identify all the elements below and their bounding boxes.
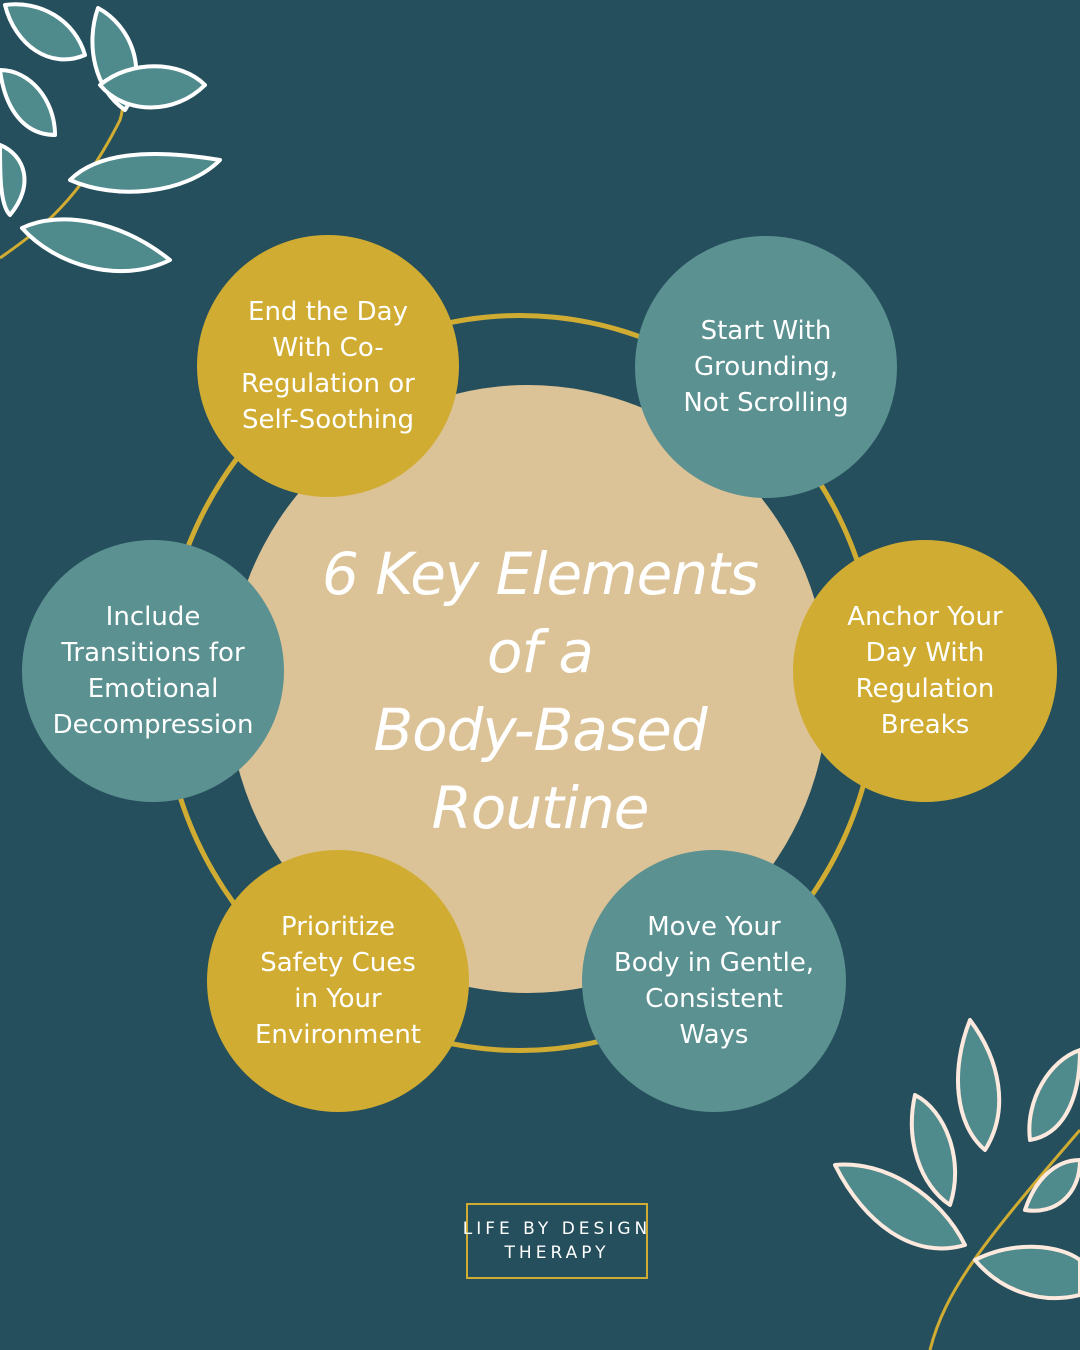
element-line: Anchor Your xyxy=(847,602,1003,632)
element-line: Breaks xyxy=(880,710,970,740)
center-title: 6 Key Elements of a Body-Based Routine xyxy=(260,535,820,847)
title-line: Body-Based xyxy=(373,696,707,764)
element-line: Not Scrolling xyxy=(683,388,849,418)
element-line: Body in Gentle, xyxy=(613,948,815,978)
element-line: Self-Soothing xyxy=(241,405,415,435)
element-line: Start With xyxy=(700,316,832,346)
element-line: Move Your xyxy=(647,912,781,942)
element-line: Consistent xyxy=(645,984,783,1014)
element-line: Environment xyxy=(254,1020,422,1050)
element-line: Decompression xyxy=(52,710,254,740)
element-line: Day With xyxy=(865,638,985,668)
element-line: Regulation xyxy=(855,674,995,704)
leaf-branch-top-left-icon xyxy=(0,2,222,274)
element-anchor-your-day: Anchor Your Day With Regulation Breaks xyxy=(793,540,1057,802)
element-include-transitions: Include Transitions for Emotional Decomp… xyxy=(22,540,284,802)
element-move-your-body: Move Your Body in Gentle, Consistent Way… xyxy=(582,850,846,1112)
title-line: 6 Key Elements xyxy=(321,540,759,608)
title-line: Routine xyxy=(431,774,650,842)
element-line: Safety Cues xyxy=(260,948,416,978)
element-line: Prioritize xyxy=(280,912,396,942)
element-line: in Your xyxy=(294,984,382,1014)
element-line: Ways xyxy=(679,1020,749,1050)
element-line: Emotional xyxy=(87,674,219,704)
element-line: Grounding, xyxy=(693,352,839,382)
element-line: Include xyxy=(105,602,201,632)
element-line: With Co- xyxy=(272,333,384,363)
logo-line-2: THERAPY xyxy=(504,1243,610,1263)
element-start-with-grounding: Start With Grounding, Not Scrolling xyxy=(635,236,897,498)
element-end-the-day: End the Day With Co- Regulation or Self-… xyxy=(197,235,459,497)
leaf-branch-bottom-right-icon xyxy=(833,1018,1080,1350)
element-line: Transitions for xyxy=(61,638,245,668)
title-line: of a xyxy=(487,618,594,686)
logo-line-1: LIFE BY DESIGN xyxy=(462,1219,652,1239)
brand-logo: LIFE BY DESIGN THERAPY xyxy=(462,1203,652,1279)
element-line: Regulation or xyxy=(241,369,415,399)
element-prioritize-safety: Prioritize Safety Cues in Your Environme… xyxy=(207,850,469,1112)
element-line: End the Day xyxy=(248,297,408,327)
